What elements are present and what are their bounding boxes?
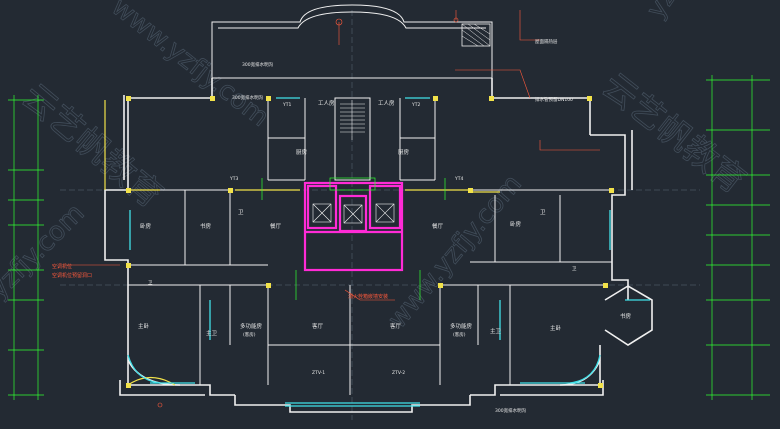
- door-yt2: YT2: [411, 102, 420, 108]
- watermark-layer: 云艺帆教育 www.yzfjy.com yzfjy 云艺帆教育 www.yzfj…: [0, 0, 753, 335]
- room-living-right: 客厅: [390, 322, 402, 330]
- note-top-window2: 300宽排水明沟: [232, 94, 264, 101]
- room-worker-left: 工人房: [318, 99, 335, 107]
- annotation-leaders: [65, 10, 600, 408]
- room-worker-right: 工人房: [378, 99, 395, 107]
- room-bath-master-right: 主卫: [490, 327, 502, 335]
- room-bedroom-right: 卧房: [510, 220, 522, 228]
- elevator-cars: [312, 203, 395, 224]
- watermark-4: 云艺帆教育: [594, 66, 753, 202]
- note-fire: 消火栓箱嵌墙安装: [348, 293, 388, 300]
- top-canopy: [211, 4, 493, 79]
- exterior-walls: [104, 78, 653, 413]
- note-top-window: 300宽排水明沟: [242, 61, 274, 68]
- door-yt3: YT3: [229, 176, 238, 182]
- axis-lines: [60, 10, 700, 420]
- room-multi-left: 多功能房: [240, 322, 263, 330]
- note-roof: 屋面隔热层: [535, 38, 558, 45]
- room-multi-left-sub: (客房): [243, 331, 256, 338]
- room-bath-left: 卫: [148, 280, 153, 286]
- note-bottom-window: 300宽排水明沟: [495, 407, 527, 414]
- windows: [127, 97, 650, 407]
- note-ac: 空调机位: [52, 263, 72, 270]
- room-living-left: 客厅: [312, 322, 324, 330]
- room-multi-right: 多功能房: [450, 322, 473, 330]
- room-dining-left: 餐厅: [270, 222, 282, 230]
- note-pipe: 排水管预留DN100: [535, 96, 573, 103]
- watermark-6: yzfjy.com: [0, 198, 90, 305]
- room-labels: 工人房 工人房 厨房 厨房 卧房 书房 餐厅 餐厅 卧房 卫 卫 主卧 主卧 多…: [138, 99, 632, 338]
- door-yt4: YT4: [454, 176, 463, 182]
- room-kitchen-left: 厨房: [296, 148, 308, 156]
- interior-walls: [128, 97, 612, 395]
- watermark-5: www.yzfjy.com: [382, 169, 527, 334]
- room-kitchen-right: 厨房: [398, 148, 410, 156]
- room-bath-master-left: 主卫: [206, 329, 218, 337]
- note-ac-left: 空调机位预留洞口: [52, 272, 92, 279]
- room-multi-right-sub: (客房): [453, 331, 466, 338]
- elevator-core[interactable]: [303, 181, 404, 272]
- room-bath-right: 卫: [572, 266, 577, 272]
- yellow-walls: [104, 100, 500, 386]
- green-annotations: [261, 177, 446, 300]
- annotations: 300宽排水明沟 300宽排水明沟 300宽排水明沟 屋面隔热层 排水管预留DN…: [52, 38, 573, 414]
- room-master-left: 主卧: [138, 322, 150, 330]
- room-bath-left-2: 卫: [238, 209, 244, 216]
- right-dimension-lines: [706, 75, 770, 400]
- room-master-right: 主卧: [550, 324, 562, 332]
- room-bath-right-2: 卫: [540, 209, 546, 216]
- watermark-3: yzfjy: [641, 0, 700, 24]
- room-study-left: 书房: [200, 222, 212, 230]
- door-yt1: YT1: [282, 102, 291, 108]
- door-labels: YT1 YT2 YT3 YT4 ZTV-1 ZTV-2: [229, 102, 463, 376]
- stair-treads: [340, 100, 365, 140]
- window-ztv1: ZTV-1: [312, 370, 325, 376]
- left-dimension-lines: [8, 95, 44, 400]
- room-bedroom-left: 卧房: [140, 222, 152, 230]
- room-bay-right: 书房: [620, 312, 632, 320]
- room-dining-right: 餐厅: [432, 222, 444, 230]
- window-ztv2: ZTV-2: [392, 370, 405, 376]
